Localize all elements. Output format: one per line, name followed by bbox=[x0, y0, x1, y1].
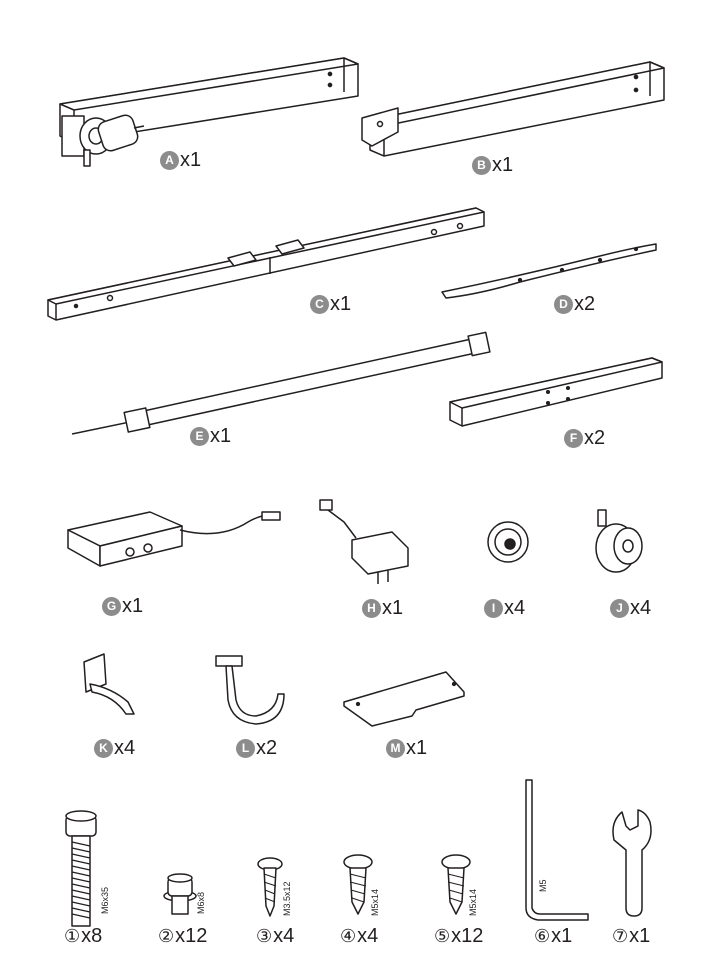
part-i-label: I x4 bbox=[484, 598, 525, 618]
hardware-2-drawing bbox=[163, 873, 197, 915]
hardware-4-spec: M5x14 bbox=[370, 888, 380, 916]
hardware-6-drawing bbox=[525, 779, 589, 921]
part-j-label: J x4 bbox=[610, 598, 651, 618]
hardware-4-drawing bbox=[343, 854, 373, 915]
part-i-drawing bbox=[487, 521, 529, 563]
part-e-drawing bbox=[71, 331, 491, 435]
part-d-drawing bbox=[441, 243, 657, 299]
part-h-drawing bbox=[319, 499, 409, 584]
part-k-label: K x4 bbox=[94, 738, 135, 758]
part-c-drawing bbox=[47, 207, 485, 321]
hardware-5-spec: M5x14 bbox=[468, 888, 478, 916]
hardware-2-spec: M6x8 bbox=[196, 891, 206, 914]
hardware-1-drawing bbox=[65, 810, 97, 927]
part-a-drawing bbox=[59, 57, 359, 167]
part-k-drawing bbox=[83, 653, 135, 715]
part-l-label: L x2 bbox=[236, 738, 277, 758]
part-f-label: F x2 bbox=[564, 428, 605, 448]
hardware-5-drawing bbox=[441, 854, 471, 915]
part-j-drawing bbox=[595, 509, 643, 573]
part-m-drawing bbox=[343, 671, 465, 727]
hardware-1-spec: M6x35 bbox=[100, 886, 110, 914]
part-b-drawing bbox=[361, 61, 665, 157]
hardware-3-drawing bbox=[257, 857, 283, 917]
part-l-drawing bbox=[215, 655, 285, 725]
hardware-6-spec: M5 bbox=[538, 879, 548, 892]
part-f-drawing bbox=[449, 357, 663, 427]
hardware-3-spec: M3.5x12 bbox=[282, 881, 292, 916]
hardware-7-drawing bbox=[612, 809, 652, 917]
part-g-drawing bbox=[67, 511, 281, 567]
